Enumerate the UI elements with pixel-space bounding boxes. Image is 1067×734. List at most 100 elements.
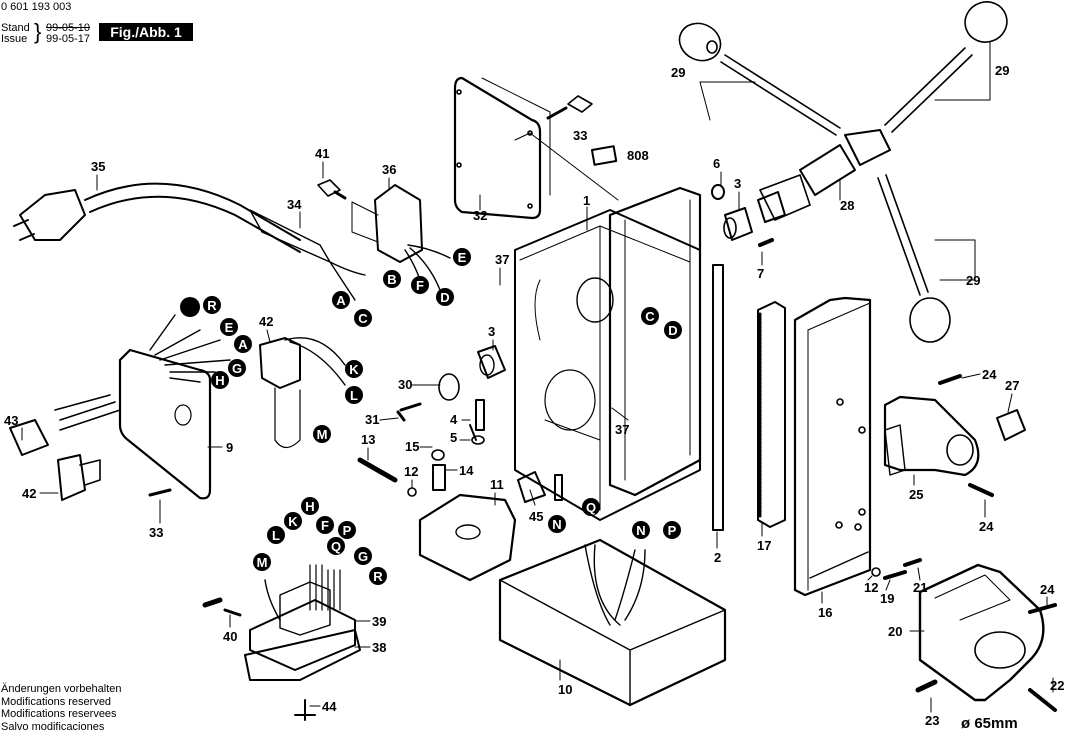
label-37-mid: 37	[615, 422, 629, 437]
label-3-top: 3	[734, 176, 741, 191]
housing-38	[244, 629, 361, 681]
handle-leaders	[699, 41, 991, 281]
svg-text:L: L	[350, 388, 358, 403]
svg-text:F: F	[416, 278, 424, 293]
screw-22	[1028, 688, 1057, 712]
label-12-left: 12	[404, 464, 418, 479]
marker-C-housing: C	[641, 307, 659, 325]
pin-21	[903, 558, 922, 567]
screw-4	[469, 399, 485, 441]
label-41: 41	[315, 146, 329, 161]
screw-24-mid	[968, 483, 994, 497]
svg-text:D: D	[668, 323, 677, 338]
svg-text:R: R	[373, 569, 383, 584]
bearing-3-outer	[757, 191, 786, 223]
spindle-collar	[759, 174, 811, 221]
svg-text:G: G	[232, 361, 242, 376]
label-40: 40	[223, 629, 237, 644]
magnet-10	[498, 538, 727, 707]
label-27: 27	[1005, 378, 1019, 393]
washer-12-left	[407, 487, 417, 497]
marker-G-plate: G	[228, 359, 246, 377]
label-29-right: 29	[995, 63, 1009, 78]
footer-notes: Änderungen vorbehalten Modifications res…	[1, 683, 121, 733]
marker-blank	[180, 297, 200, 317]
svg-text:A: A	[238, 337, 248, 352]
svg-text:P: P	[668, 523, 677, 538]
marker-M-board: M	[253, 553, 271, 571]
note-en: Modifications reserved	[1, 695, 112, 708]
handle-knob-lower	[909, 297, 951, 343]
label-31: 31	[365, 412, 379, 427]
bearing-3-lower	[477, 345, 506, 379]
svg-text:R: R	[207, 298, 217, 313]
svg-text:E: E	[458, 250, 467, 265]
marker-A-plate: A	[234, 335, 252, 353]
pin-23	[915, 679, 938, 693]
label-44: 44	[322, 699, 337, 714]
svg-text:D: D	[440, 290, 449, 305]
marker-D-socket: D	[436, 288, 454, 306]
small-hardware	[357, 399, 563, 582]
bearing-3-upper	[724, 207, 753, 241]
screw-33-head	[567, 95, 593, 113]
marker-P-magnet: P	[663, 521, 681, 539]
spring-14	[432, 464, 446, 491]
svg-text:C: C	[645, 309, 655, 324]
svg-text:K: K	[349, 362, 359, 377]
svg-text:Q: Q	[586, 500, 596, 515]
label-24-mid: 24	[979, 519, 994, 534]
base-20	[871, 558, 1057, 712]
part-number: 0 601 193 003	[1, 1, 72, 13]
label-16: 16	[818, 605, 832, 620]
leader-lines	[21, 161, 1054, 713]
screw-41	[317, 179, 341, 197]
label-25: 25	[909, 487, 923, 502]
brace-icon: }	[34, 19, 42, 44]
switch-43	[9, 419, 49, 456]
cover-plate	[453, 76, 619, 220]
part-labels: 29 29 29 33 808 6 3 28 41 36 35 34 32 1 …	[4, 63, 1064, 732]
plug-27	[996, 409, 1026, 441]
bracket-25	[883, 374, 1026, 497]
ring-15	[431, 449, 445, 461]
label-11: 11	[490, 477, 504, 492]
label-19: 19	[880, 591, 894, 606]
svg-text:K: K	[288, 514, 298, 529]
marker-F-board: F	[316, 516, 334, 534]
pin-40	[223, 608, 242, 617]
washer-30	[438, 373, 460, 401]
marker-N-magnet: N	[632, 521, 650, 539]
knob-bore	[706, 40, 718, 54]
column-16	[793, 296, 872, 597]
label-33-bottom: 33	[149, 525, 163, 540]
screw-24-base	[1028, 603, 1057, 614]
label-37-top: 37	[495, 252, 509, 267]
label-1: 1	[583, 193, 590, 208]
marker-A-cable: A	[332, 291, 350, 309]
issue-date: 99-05-17	[46, 33, 91, 45]
housing-1	[514, 186, 702, 521]
label-42-bottom: 42	[22, 486, 36, 501]
screw-31	[396, 402, 422, 422]
label-808: 808	[627, 148, 649, 163]
label-6: 6	[713, 156, 720, 171]
label-2: 2	[714, 550, 721, 565]
electronics	[202, 564, 361, 721]
label-39: 39	[372, 614, 386, 629]
board-39	[249, 599, 356, 671]
label-33-top: 33	[573, 128, 587, 143]
handle-bar-lower	[877, 174, 929, 296]
label-14: 14	[459, 463, 474, 478]
nut-6	[711, 184, 725, 200]
label-15: 15	[405, 439, 419, 454]
wire-markers: A C B F D E R E A G H K L M C D N Q N P …	[180, 248, 682, 585]
handle-knob-right	[964, 1, 1008, 43]
mains-cable	[13, 182, 366, 301]
label-21: 21	[913, 580, 927, 595]
svg-text:C: C	[358, 311, 368, 326]
strip-2	[712, 264, 724, 531]
column-parts	[712, 264, 872, 597]
label-38: 38	[372, 640, 386, 655]
